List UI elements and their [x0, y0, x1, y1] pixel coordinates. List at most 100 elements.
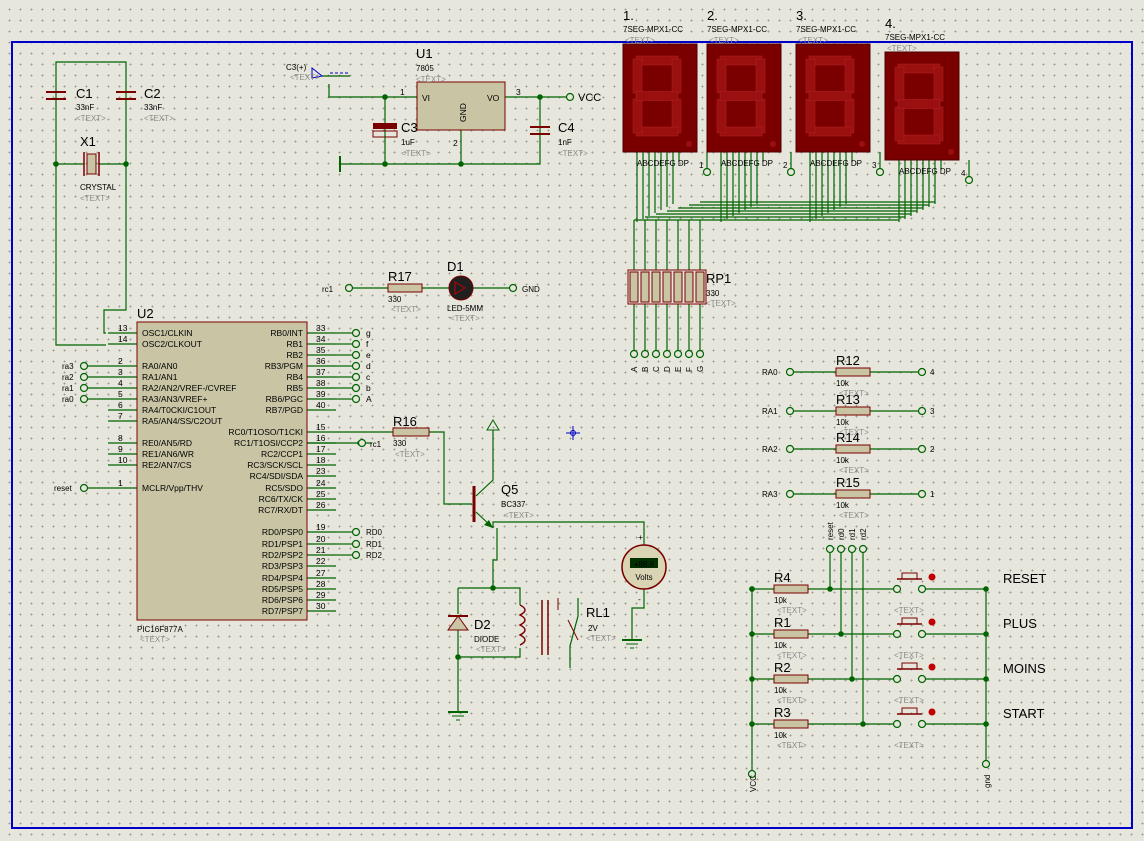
- display-dp: [859, 141, 865, 147]
- junction-dot: [749, 721, 755, 727]
- digit-res-terminal-out: [917, 406, 927, 416]
- u2-pin-num-left: 6: [118, 400, 123, 410]
- button-cap: [901, 572, 918, 580]
- button-res-ref-R1: R1: [774, 615, 791, 630]
- net-label-f: f: [366, 339, 369, 349]
- probe-arrow: [311, 66, 324, 79]
- u2-pin-name-left: RE0/AN5/RD: [142, 438, 192, 448]
- u2-pin-num-right: 38: [316, 378, 326, 388]
- segment: [805, 98, 816, 134]
- d1-value: LED-5MM: [447, 304, 483, 313]
- u1-pin-vi: VI: [422, 93, 430, 103]
- digit-res-value-R15: 10k: [836, 501, 850, 510]
- net-terminal-g: [351, 328, 361, 338]
- button-net-rd2: rd2: [859, 528, 868, 540]
- button-contact: [917, 584, 927, 594]
- u2-pin-name-right: RD5/PSP5: [262, 584, 303, 594]
- junction-dot: [123, 161, 129, 167]
- digit-res-ref-R13: R13: [836, 392, 860, 407]
- u2-pin-num-right: 34: [316, 334, 326, 344]
- vcc-terminal-low: [747, 769, 757, 779]
- button-res-value-R3: 10k: [774, 731, 788, 740]
- c1-ref: C1: [76, 86, 93, 101]
- junction-dot: [849, 676, 855, 682]
- button-res-value-R2: 10k: [774, 686, 788, 695]
- u2-pin-name-right: RD0/PSP0: [262, 527, 303, 537]
- digit-res-out-R12: 4: [930, 368, 935, 377]
- rp1-terminal: [695, 349, 705, 359]
- rp1-value: 330: [706, 289, 720, 298]
- u1-pin-vo: VO: [487, 93, 500, 103]
- display-common-pin: 1: [699, 161, 704, 170]
- digit-res-body-R13: [835, 406, 871, 416]
- rp1-label: E: [674, 367, 683, 372]
- x1-text: <TEXT>: [80, 194, 110, 203]
- segment: [897, 99, 941, 109]
- u2-pin-num-right: 36: [316, 356, 326, 366]
- q5-text: <TEXT>: [504, 511, 534, 520]
- u2-pin-name-left: OSC1/CLKIN: [142, 328, 193, 338]
- segment: [933, 66, 944, 102]
- c4-text: <TEXT>: [558, 149, 588, 158]
- segment: [635, 91, 679, 101]
- gnd-net-led: GND: [522, 285, 540, 294]
- u2-pin-name-right: RC0/T1OSO/T1CKI: [228, 427, 303, 437]
- u2-pin-num-left: 5: [118, 389, 123, 399]
- net-terminal-reset: [79, 483, 89, 493]
- gnd-low-net: gnd: [983, 775, 992, 788]
- sheet-border: [11, 41, 1133, 829]
- display-ref: 3.: [796, 8, 807, 23]
- digit-res-value-R14: 10k: [836, 456, 850, 465]
- segment: [719, 126, 763, 137]
- wire-osc2: [55, 108, 106, 346]
- u2-pin-name-right: RD2/PSP2: [262, 550, 303, 560]
- c1-text: <TEXT>: [76, 114, 106, 123]
- display-common-pin: 2: [783, 161, 788, 170]
- net-terminal-ra2: [79, 372, 89, 382]
- u2-pin-name-right: RB5: [286, 383, 303, 393]
- button-label-PLUS: PLUS: [1003, 616, 1037, 631]
- net-terminal-b: [351, 383, 361, 393]
- rp1-frame: [627, 269, 707, 305]
- u2-pin-name-left: RA1/AN1: [142, 372, 178, 382]
- u2-pin-num-right: 18: [316, 455, 326, 465]
- net-label-ra2: ra2: [62, 373, 74, 382]
- gnd-terminal-low: [981, 759, 991, 769]
- rp1-element: [673, 271, 683, 303]
- button-label-RESET: RESET: [1003, 571, 1046, 586]
- wires: [53, 61, 991, 779]
- button-res-text: <TEXT>: [777, 696, 807, 705]
- rp1-label: A: [630, 366, 639, 372]
- junction-dot: [53, 161, 59, 167]
- u2-value: PIC16F877A: [137, 625, 183, 634]
- button-res-text: <TEXT>: [777, 741, 807, 750]
- rp1-label: G: [696, 366, 705, 372]
- rl1-ref: RL1: [586, 605, 610, 620]
- digit-res-in-R14: RA2: [762, 445, 778, 454]
- button-res-value-R4: 10k: [774, 596, 788, 605]
- u2-pin-num-right: 40: [316, 400, 326, 410]
- u2-pin-num-right: 24: [316, 478, 326, 488]
- rp1-label: B: [641, 367, 650, 372]
- u2-pin-name-right: RB1: [286, 339, 303, 349]
- digit-res-body-R14: [835, 444, 871, 454]
- display-dp: [770, 141, 776, 147]
- wire-q5-collector: [475, 430, 494, 497]
- wire-relay-bottom: [458, 648, 521, 658]
- c4-value: 1nF: [558, 138, 572, 147]
- digit-res-terminal-out: [917, 489, 927, 499]
- wire-r16-base: [429, 431, 472, 505]
- r16-value: 330: [393, 439, 407, 448]
- c4-ref: C4: [558, 120, 575, 135]
- digit-res-text: <TEXT>: [839, 466, 869, 475]
- u2-pin-name-right: RC2/CCP1: [261, 449, 303, 459]
- segment: [719, 91, 763, 101]
- segment: [635, 55, 679, 66]
- button-contact: [892, 584, 902, 594]
- net-label-RD1: RD1: [366, 540, 383, 549]
- u2-pin-num-left: 8: [118, 433, 123, 443]
- net-terminal-A: [351, 394, 361, 404]
- button-led: [928, 663, 936, 671]
- u1-value: 7805: [416, 64, 434, 73]
